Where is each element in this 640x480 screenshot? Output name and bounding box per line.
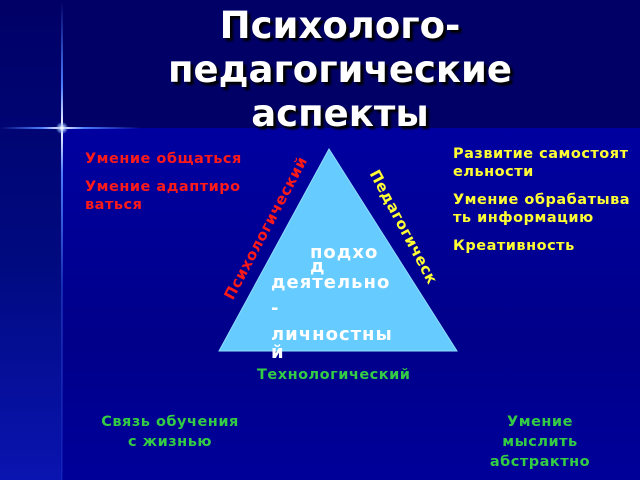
skill-process-information: Умение обрабатывать информацию	[453, 192, 631, 226]
sparkle-horizontal-line	[0, 127, 140, 129]
title-line-1: Психолого-	[219, 4, 461, 47]
triangle-shape	[218, 148, 458, 352]
link-line-1: Связь обучения	[101, 414, 239, 430]
sparkle-vertical-line	[61, 0, 63, 480]
approach-line-2: д	[310, 256, 326, 277]
sparkle-star-icon	[56, 122, 68, 134]
triangle-text-activity-personal: деятельно - личностны й	[271, 270, 411, 366]
technological-base-label: Технологический	[257, 367, 411, 383]
activity-line-4: й	[271, 342, 285, 363]
triangle-text-approach: подхо д	[298, 240, 378, 280]
activity-line-3: личностны	[271, 324, 393, 345]
abstract-line-3: абстрактно	[489, 454, 591, 470]
skill-creativity: Креативность	[453, 238, 575, 254]
abstract-line-2: мыслить	[502, 434, 578, 450]
slide-title: Психолого- педагогические аспекты	[120, 4, 560, 136]
header-band	[62, 0, 640, 128]
skill-independence: Развитие самостоятельности	[453, 146, 629, 180]
approach-line-1: подхо	[310, 242, 379, 263]
link-line-2: с жизнью	[128, 434, 212, 450]
left-decorative-strip	[0, 0, 62, 480]
skill-communicate: Умение общаться	[85, 151, 242, 167]
activity-line-1: деятельно	[271, 272, 391, 293]
abstract-line-1: Умение	[507, 414, 573, 430]
title-line-2: педагогические	[167, 48, 513, 91]
title-line-3: аспекты	[251, 92, 429, 135]
pedagogical-skills-list: Развитие самостоятельности Умение обраба…	[453, 145, 633, 265]
activity-line-2: -	[271, 298, 280, 319]
skill-abstract-thinking: Умение мыслить абстрактно	[470, 412, 610, 472]
skill-adapt: Умение адаптироваться	[85, 179, 241, 213]
skill-learning-life-link: Связь обучения с жизнью	[80, 412, 260, 452]
psychological-skills-list: Умение общаться Умение адаптироваться	[85, 150, 245, 224]
